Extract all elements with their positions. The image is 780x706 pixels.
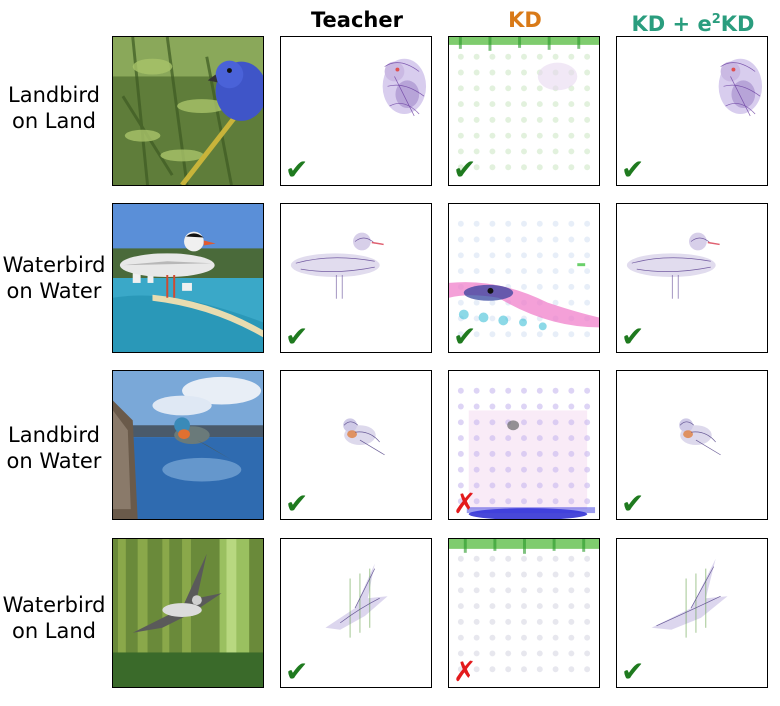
check-mark-icon: ✔ [621, 320, 645, 353]
check-mark-icon: ✔ [453, 320, 477, 353]
check-mark-icon: ✔ [621, 153, 645, 186]
input-image-waterbird-on-water [112, 203, 264, 353]
column-header-kd: KD [508, 8, 542, 32]
attribution-kd-e2kd-row1: ✔ [616, 36, 768, 186]
check-mark-icon: ✔ [285, 487, 309, 520]
check-mark-icon: ✔ [285, 320, 309, 353]
input-image-landbird-on-water [112, 370, 264, 520]
column-header-teacher: Teacher [311, 8, 403, 32]
attribution-kd-e2kd-row2: ✔ [616, 203, 768, 353]
attribution-kd-e2kd-row4: ✔ [616, 538, 768, 688]
cross-mark-icon: ✗ [453, 487, 477, 520]
column-header-kd-e2kd: KD + e2KD [631, 12, 755, 36]
cross-mark-icon: ✗ [453, 655, 477, 688]
check-mark-icon: ✔ [621, 487, 645, 520]
check-mark-icon: ✔ [285, 153, 309, 186]
input-image-landbird-on-land [112, 36, 264, 186]
attribution-teacher-row1: ✔ [280, 36, 432, 186]
check-mark-icon: ✔ [621, 655, 645, 688]
attribution-teacher-row2: ✔ [280, 203, 432, 353]
attribution-teacher-row3: ✔ [280, 370, 432, 520]
attribution-kd-row1: ✔ [448, 36, 600, 186]
attribution-kd-e2kd-row3: ✔ [616, 370, 768, 520]
attribution-teacher-row4: ✔ [280, 538, 432, 688]
attribution-kd-row4: ✗ [448, 538, 600, 688]
check-mark-icon: ✔ [453, 153, 477, 186]
attribution-kd-row3: ✗ [448, 370, 600, 520]
attribution-kd-row2: ✔ [448, 203, 600, 353]
check-mark-icon: ✔ [285, 655, 309, 688]
input-image-waterbird-on-land [112, 538, 264, 688]
